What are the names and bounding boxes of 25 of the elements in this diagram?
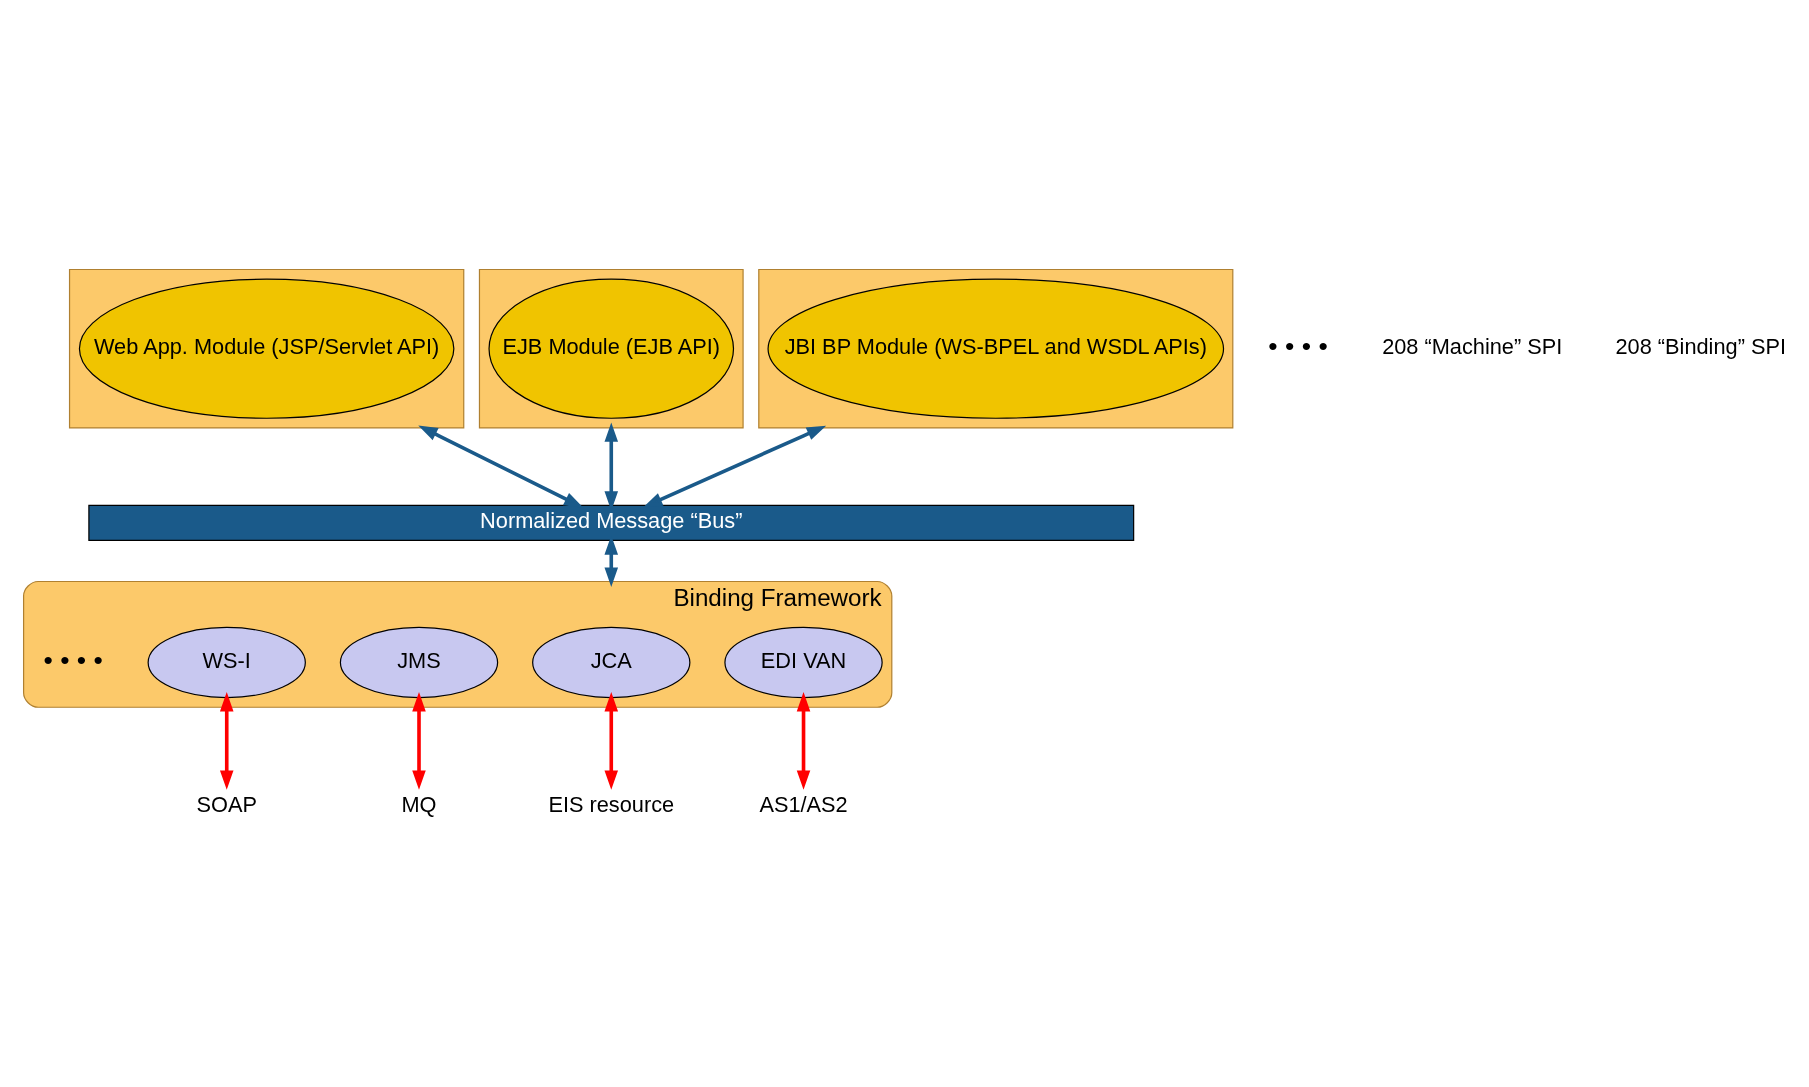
label: 208 “Machine” SPI (1382, 333, 1563, 359)
node-ellipse: EJB Module (EJB API) (488, 278, 735, 419)
arrow (418, 424, 584, 508)
node-text: EIS resource (548, 791, 675, 817)
node-text: MQ (401, 791, 437, 817)
node-ellipse: JCA (532, 626, 691, 698)
node-ellipse: Web App. Module (JSP/Servlet API) (78, 278, 455, 419)
node-ellipse: JBI BP Module (WS-BPEL and WSDL APIs) (767, 278, 1225, 419)
label: • • • • (1268, 330, 1328, 361)
cluster (478, 268, 744, 429)
arrow (412, 691, 426, 790)
cluster (68, 268, 465, 429)
arrow (643, 425, 827, 507)
node-ellipse: JMS (339, 626, 499, 698)
node-text: SOAP (196, 791, 257, 817)
cluster (758, 268, 1234, 429)
node-box: Normalized Message “Bus” (88, 504, 1135, 541)
node-text: AS1/AS2 (759, 791, 848, 817)
node-ellipse: WS-I (147, 626, 306, 698)
arrow (219, 691, 234, 790)
node-ellipse: EDI VAN (724, 626, 883, 698)
arrow (604, 691, 619, 790)
arrow (796, 691, 811, 790)
label: • • • • (43, 644, 103, 675)
label: 208 “Binding” SPI (1615, 333, 1786, 359)
